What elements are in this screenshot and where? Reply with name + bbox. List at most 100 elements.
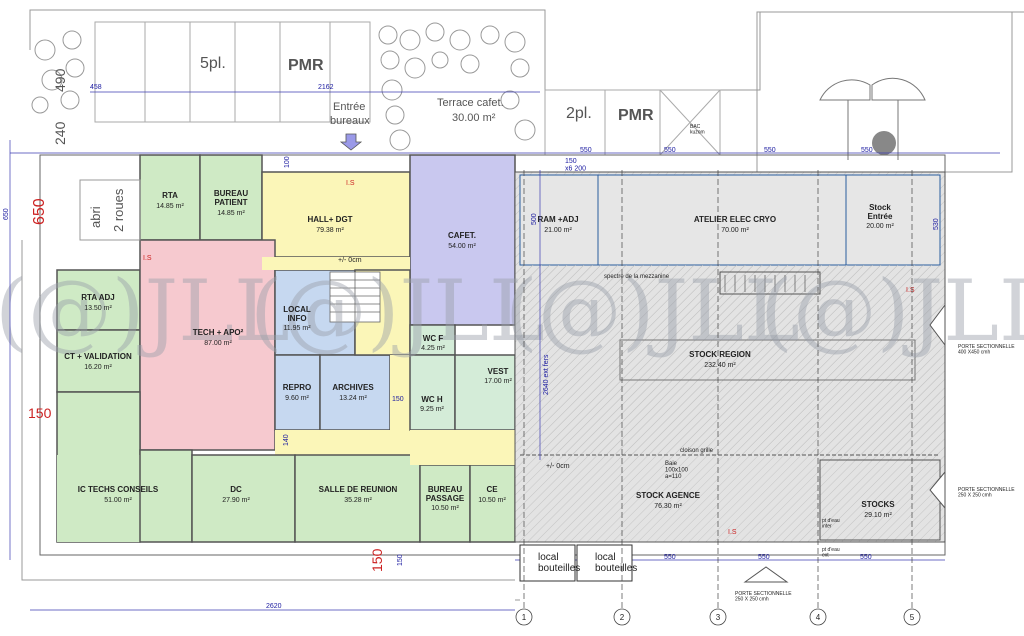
is-label-3: I.S: [906, 287, 915, 294]
room-cafet-area: 54.00 m²: [448, 243, 476, 250]
room-tech-name: TECH + APO²: [193, 328, 244, 337]
room-stocks-name: STOCKS: [861, 500, 895, 509]
svg-text:(@)JLL: (@)JLL: [0, 262, 290, 360]
parking-pmr-2: PMR: [618, 107, 654, 124]
stairs: [329, 271, 806, 323]
cloison-note: cloison grille: [680, 448, 714, 454]
grid-axes: [523, 170, 913, 610]
level-note-1: +/- 0cm: [338, 257, 362, 264]
room-stock-region-area: 232.40 m²: [704, 362, 736, 369]
room-rta-name: RTA: [162, 191, 178, 200]
dim-550-e: 550: [664, 554, 676, 561]
abri-label: abri: [88, 206, 103, 228]
is-label-4: I.S: [728, 529, 737, 536]
sectional-door-markers: [743, 303, 946, 583]
warehouse: [514, 171, 946, 543]
local-bouteilles-boxes: [519, 544, 633, 582]
abri-shelter: [79, 179, 141, 241]
room-ce-name: CE: [486, 485, 498, 494]
is-label-1: I.S: [346, 180, 355, 187]
dim-550-d: 550: [861, 147, 873, 154]
room-rta-area: 14.85 m²: [156, 203, 184, 210]
dim-458: 458: [90, 84, 102, 91]
room-wc-h-area: 9.25 m²: [420, 406, 444, 413]
dim-240: 240: [52, 121, 68, 145]
abri-label-2: 2 roues: [111, 188, 126, 232]
level-note-2: +/- 0cm: [546, 463, 570, 470]
room-vest-name: VEST: [488, 367, 509, 376]
room-salle-reunion-name: SALLE DE REUNION: [319, 485, 398, 494]
dim-150-left: 150: [28, 405, 52, 421]
dim-150-bottom: 150: [369, 548, 385, 572]
dim-650-big: 650: [31, 198, 48, 225]
room-archives-area: 13.24 m²: [339, 395, 367, 402]
jll-watermark: (@)JLL (@)JLL (@)JLL (@)JLL: [0, 262, 1024, 360]
room-wc-f-name: WC F: [423, 334, 444, 343]
terrace-area: 30.00 m²: [452, 112, 496, 124]
axis-1: 1: [522, 613, 527, 622]
dim-650-small: 650: [3, 208, 10, 220]
room-hall-area: 79.38 m²: [316, 227, 344, 234]
dim-550-f: 550: [758, 554, 770, 561]
trees-center: [378, 22, 536, 151]
parking-pmr-1: PMR: [288, 57, 324, 74]
room-cafet-name: CAFET.: [448, 231, 476, 240]
room-atelier-name: ATELIER ELEC CRYO: [694, 215, 776, 224]
room-hall-name: HALL+ DGT: [307, 215, 352, 224]
dim-550-c: 550: [764, 147, 776, 154]
axis-3: 3: [716, 613, 721, 622]
trees-left: [31, 30, 85, 114]
is-label-2: I.S: [143, 255, 152, 262]
parking-2pl: 2pl.: [566, 105, 592, 122]
axis-4: 4: [816, 613, 821, 622]
dim-500: 500: [531, 213, 538, 225]
room-atelier-area: 70.00 m²: [721, 227, 749, 234]
terrace-label: Terrace cafet.: [437, 97, 504, 109]
dim-550-a: 550: [580, 147, 592, 154]
dim-150-small: 150: [397, 554, 404, 566]
dimension-lines: [9, 91, 1000, 611]
dim-550-g: 550: [860, 554, 872, 561]
room-ic-techs-area: 51.00 m²: [104, 497, 132, 504]
svg-text:(@)JLL: (@)JLL: [505, 262, 800, 360]
room-stock-agence-area: 76.30 m²: [654, 503, 682, 510]
room-wc-h-name: WC H: [421, 395, 443, 404]
mezzanine-note: spectre de la mezzanine: [604, 274, 670, 280]
column-marker: [872, 131, 896, 155]
gate-top-right: [819, 77, 926, 160]
parking-5pl: 5pl.: [200, 55, 226, 72]
entrance-arrow-icon: [339, 133, 363, 151]
room-bureau-passage-area: 10.50 m²: [431, 505, 459, 512]
svg-text:(@)JLL: (@)JLL: [250, 262, 545, 360]
room-rta-adj-area: 13.50 m²: [84, 305, 112, 312]
room-dc-name: DC: [230, 485, 242, 494]
room-tech-area: 87.00 m²: [204, 340, 232, 347]
dim-2620: 2620: [266, 603, 282, 610]
room-dc-area: 27.90 m²: [222, 497, 250, 504]
room-stock-agence-name: STOCK AGENCE: [636, 491, 701, 500]
room-ct-validation-area: 16.20 m²: [84, 364, 112, 371]
room-ram-name: RAM +ADJ: [537, 215, 578, 224]
room-local-info-area: 11.95 m²: [283, 325, 311, 332]
entrance-label-2: bureaux: [330, 115, 370, 127]
room-stock-region-name: STOCK REGION: [689, 350, 751, 359]
dim-490: 490: [52, 68, 68, 92]
room-repro-area: 9.60 m²: [285, 395, 309, 402]
dim-530: 530: [933, 218, 940, 230]
room-ct-validation-name: CT + VALIDATION: [64, 352, 132, 361]
